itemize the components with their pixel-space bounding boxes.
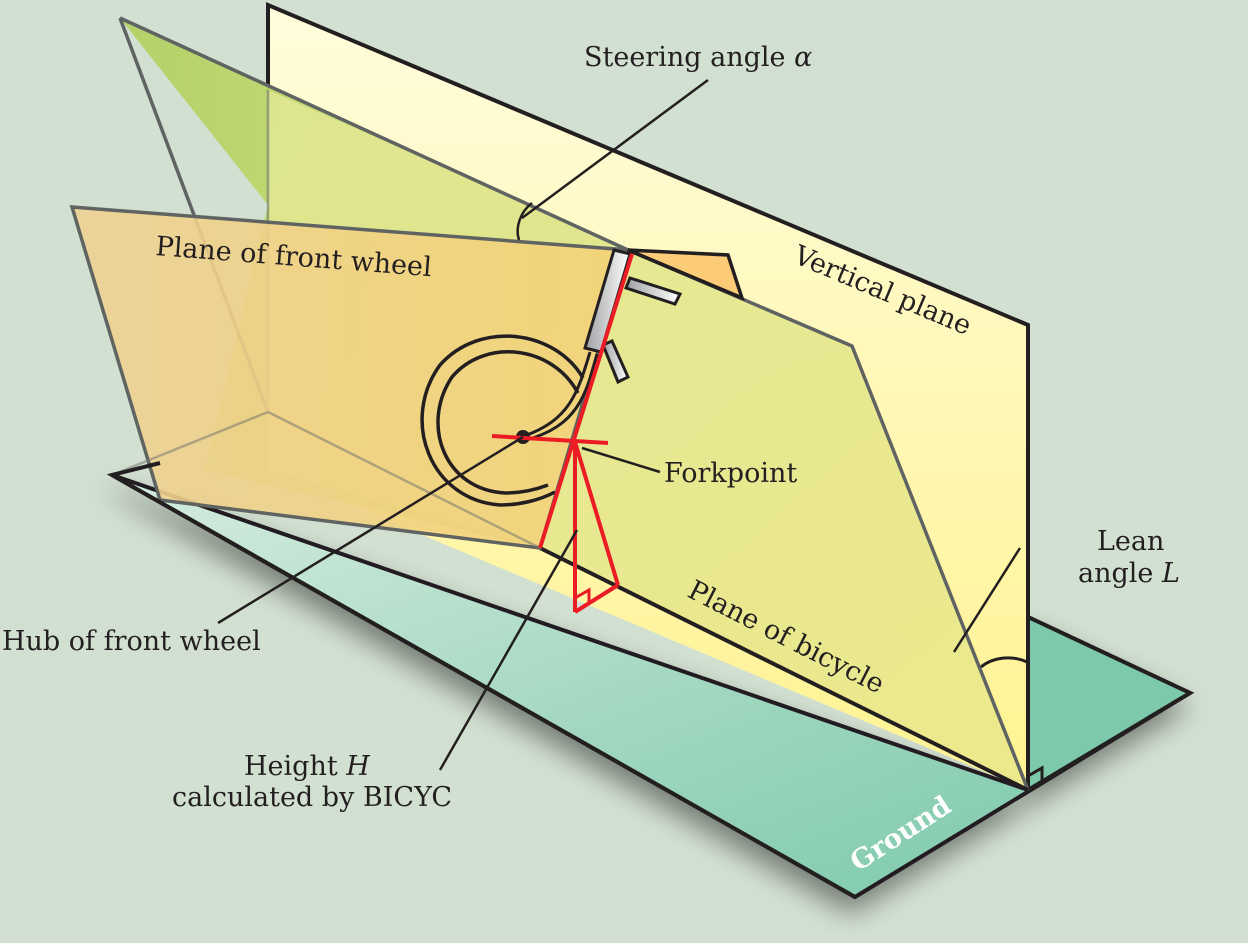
hub-leader [217, 435, 524, 625]
label-forkpoint: Forkpoint [664, 458, 797, 489]
height-leader [438, 529, 579, 771]
label-height-line1: Height H [244, 751, 370, 782]
label-steering-angle: Steering angle α [584, 42, 812, 73]
ground-left-edge [106, 461, 856, 899]
lean-leader [952, 547, 1022, 653]
bicycle-plane-ground-line [539, 546, 1029, 792]
height-base [573, 583, 620, 614]
wheel-inner [436, 350, 580, 495]
ground-right-angle [1027, 765, 1044, 784]
hub-axle-line [491, 434, 609, 445]
down-tube [601, 339, 630, 385]
steering-arc [516, 202, 533, 241]
handlebar-stem [624, 276, 683, 306]
steering-leader [521, 78, 709, 220]
forkpoint-leader [581, 446, 661, 474]
steering-axis [538, 253, 634, 549]
front-wheel-plane [72, 207, 628, 548]
label-height-line2: calculated by BICYC [172, 782, 452, 813]
label-hub: Hub of front wheel [2, 626, 261, 657]
front-wheel-plane-fold [111, 410, 269, 477]
bicycle-fork-assembly [420, 248, 683, 507]
construction-lines [491, 253, 634, 614]
lean-arc [980, 656, 1028, 669]
label-lean-line1: Lean [1097, 526, 1164, 557]
fork-blade-2 [525, 353, 599, 442]
vertical-plane-outline [266, 1, 1030, 790]
ground-right-flap [1026, 613, 1195, 794]
label-lean-line2: angle L [1078, 558, 1180, 589]
front-wheel-plane-fold-2 [267, 410, 541, 550]
height-slant [573, 441, 620, 586]
height-right-angle [574, 587, 591, 604]
fork-blade [523, 351, 592, 438]
wheel-outer [420, 334, 585, 507]
leader-lines [217, 78, 1044, 784]
head-flap-edge [627, 248, 743, 300]
